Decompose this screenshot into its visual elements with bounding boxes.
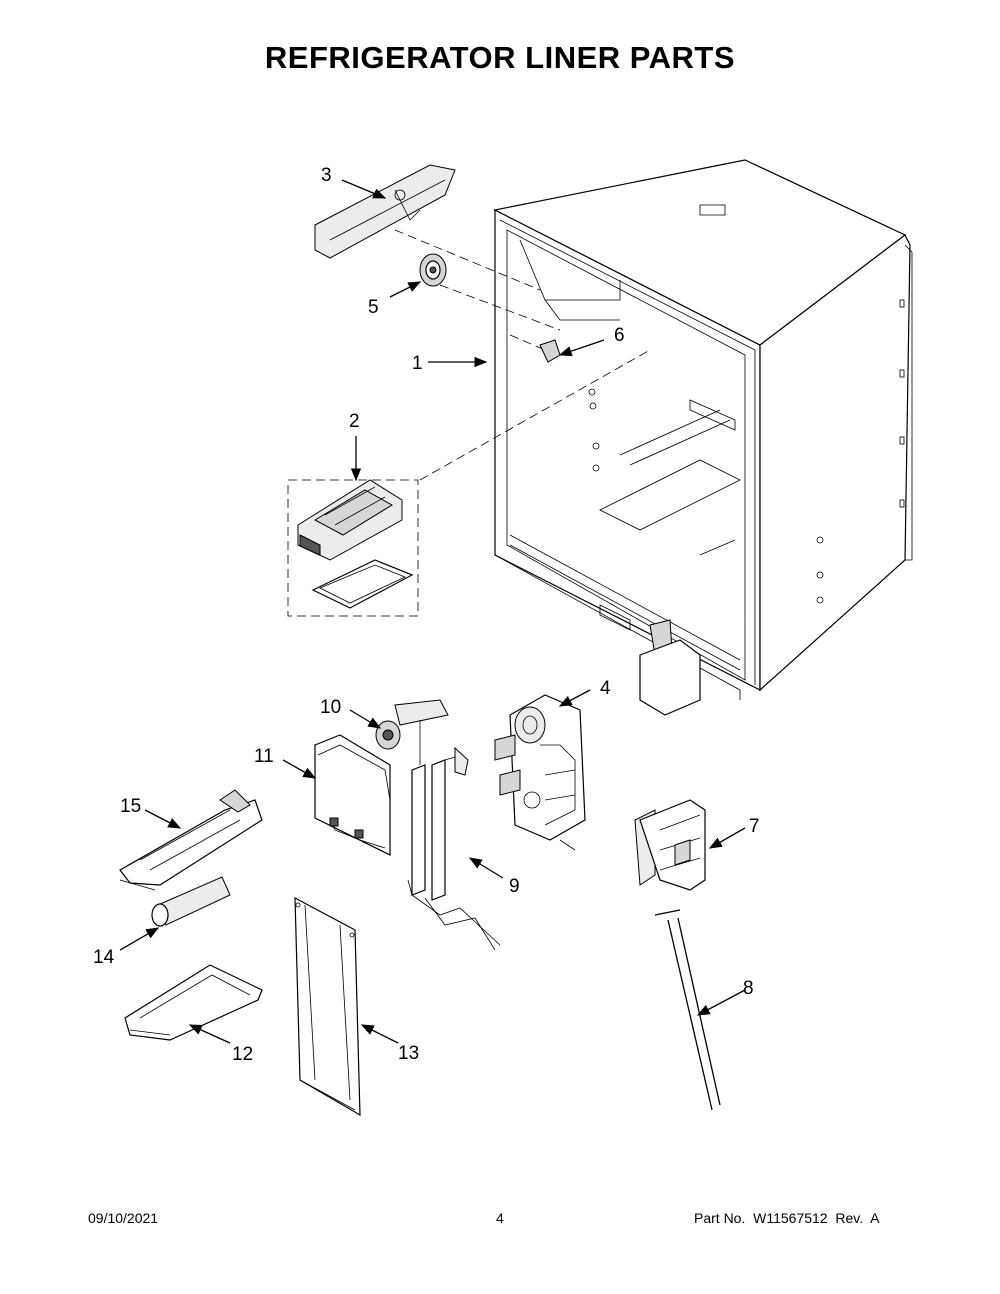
part-12-cover bbox=[124, 964, 263, 1041]
callout-4: 4 bbox=[600, 678, 611, 699]
callout-2: 2 bbox=[349, 411, 360, 432]
callout-15: 15 bbox=[120, 796, 141, 817]
callout-8: 8 bbox=[743, 978, 754, 999]
part-3-shelf-bracket bbox=[314, 164, 456, 259]
part-4-ice-maker bbox=[494, 694, 586, 851]
footer-date: 09/10/2021 bbox=[88, 1210, 159, 1226]
footer-part-number: Part No. W11567512 Rev. A bbox=[694, 1210, 880, 1226]
callout-14: 14 bbox=[93, 947, 115, 968]
part-5-fan-motor bbox=[419, 253, 447, 287]
part-14-filter bbox=[151, 876, 231, 927]
callout-7: 7 bbox=[749, 816, 760, 837]
part-10-motor bbox=[375, 720, 401, 750]
part-9-auger-assembly bbox=[394, 699, 501, 951]
callout-labels: 1 2 3 4 5 6 7 8 9 10 11 12 13 14 15 bbox=[93, 165, 760, 1065]
callout-13: 13 bbox=[398, 1043, 419, 1064]
callout-3: 3 bbox=[321, 165, 332, 186]
callout-6: 6 bbox=[614, 325, 625, 346]
callout-9: 9 bbox=[509, 876, 520, 897]
callout-12: 12 bbox=[232, 1044, 253, 1065]
part-8-water-tube bbox=[654, 909, 721, 1111]
page-title: REFRIGERATOR LINER PARTS bbox=[264, 40, 736, 75]
liner-part-1 bbox=[493, 159, 913, 700]
callout-5: 5 bbox=[368, 297, 379, 318]
part-13-panel bbox=[294, 896, 361, 1117]
footer-page-number: 4 bbox=[496, 1210, 504, 1226]
part-7-water-valve bbox=[634, 619, 706, 891]
callout-10: 10 bbox=[320, 697, 341, 718]
callout-11: 11 bbox=[254, 746, 274, 767]
callout-1: 1 bbox=[412, 353, 423, 374]
part-11-bracket bbox=[314, 734, 391, 856]
leader-arrows bbox=[119, 179, 746, 1044]
part-15-housing bbox=[119, 789, 263, 891]
part-2-control-housing bbox=[297, 479, 414, 609]
